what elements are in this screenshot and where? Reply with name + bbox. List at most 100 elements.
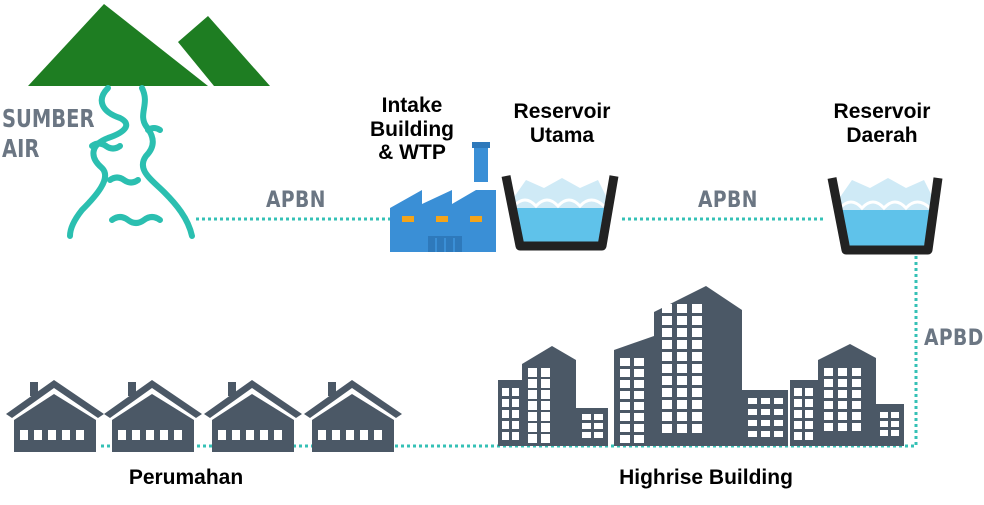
building-window bbox=[692, 352, 702, 361]
building-window bbox=[634, 435, 644, 443]
building-window bbox=[634, 391, 644, 399]
building-window bbox=[692, 328, 702, 337]
building-window bbox=[692, 400, 702, 409]
building-window bbox=[805, 410, 813, 418]
building-window bbox=[880, 430, 888, 436]
building-window bbox=[662, 400, 672, 409]
building-window bbox=[528, 423, 537, 432]
building-window bbox=[662, 412, 672, 421]
building-window bbox=[662, 328, 672, 337]
building-windows bbox=[502, 304, 899, 443]
building-window bbox=[677, 304, 687, 313]
building-window bbox=[774, 420, 783, 426]
building-window bbox=[677, 400, 687, 409]
building-window bbox=[502, 388, 509, 396]
reservoir-main-label: Reservoir Utama bbox=[513, 100, 611, 147]
building-window bbox=[634, 402, 644, 410]
building-window bbox=[824, 379, 833, 387]
building-window bbox=[692, 340, 702, 349]
building-window bbox=[805, 399, 813, 407]
building-window bbox=[838, 368, 847, 376]
building-window bbox=[677, 376, 687, 385]
building-window bbox=[852, 412, 861, 420]
building-window bbox=[880, 412, 888, 418]
building-window bbox=[634, 424, 644, 432]
river-icon bbox=[67, 85, 195, 239]
building-window bbox=[794, 421, 802, 429]
building-window bbox=[620, 358, 630, 366]
funding-label-regional-consumers: APBD bbox=[924, 326, 984, 351]
building-window bbox=[748, 409, 757, 415]
building-window bbox=[512, 421, 519, 429]
mountain-icon bbox=[28, 4, 270, 86]
building-window bbox=[662, 388, 672, 397]
building-window bbox=[891, 421, 899, 427]
building-window bbox=[891, 430, 899, 436]
building-window bbox=[541, 379, 550, 388]
building-window bbox=[824, 368, 833, 376]
building-window bbox=[794, 399, 802, 407]
building-window bbox=[794, 410, 802, 418]
building-window bbox=[528, 368, 537, 377]
factory-icon bbox=[390, 142, 496, 252]
building-window bbox=[852, 401, 861, 409]
building-window bbox=[761, 409, 770, 415]
building-window bbox=[838, 423, 847, 431]
building-window bbox=[541, 412, 550, 421]
building-window bbox=[852, 379, 861, 387]
building-window bbox=[528, 434, 537, 443]
building-window bbox=[805, 388, 813, 396]
building-window bbox=[512, 410, 519, 418]
building-window bbox=[662, 364, 672, 373]
building-window bbox=[761, 398, 770, 404]
building-window bbox=[582, 423, 591, 429]
building-window bbox=[502, 399, 509, 407]
building-window bbox=[761, 420, 770, 426]
building-window bbox=[838, 390, 847, 398]
building-window bbox=[891, 412, 899, 418]
building-window bbox=[824, 390, 833, 398]
building-window bbox=[748, 398, 757, 404]
building-window bbox=[880, 421, 888, 427]
building-window bbox=[677, 328, 687, 337]
building-window bbox=[502, 421, 509, 429]
building-window bbox=[852, 423, 861, 431]
building-window bbox=[794, 432, 802, 440]
building-window bbox=[692, 412, 702, 421]
building-window bbox=[677, 424, 687, 433]
building-window bbox=[824, 401, 833, 409]
building-window bbox=[502, 432, 509, 440]
house-icon bbox=[104, 380, 202, 452]
building-window bbox=[794, 388, 802, 396]
building-window bbox=[662, 352, 672, 361]
reservoir-regional-basin-icon bbox=[827, 177, 943, 255]
building-window bbox=[692, 424, 702, 433]
building-window bbox=[528, 390, 537, 399]
building-window bbox=[594, 414, 603, 420]
building-window bbox=[838, 401, 847, 409]
funding-label-main-regional: APBN bbox=[698, 188, 758, 213]
building-window bbox=[528, 401, 537, 410]
building-window bbox=[662, 340, 672, 349]
house-icon bbox=[6, 380, 104, 452]
building-window bbox=[502, 410, 509, 418]
building-window bbox=[774, 398, 783, 404]
building-window bbox=[662, 424, 672, 433]
reservoir-main-basin-icon bbox=[501, 175, 619, 251]
building-window bbox=[634, 413, 644, 421]
building-window bbox=[620, 391, 630, 399]
building-window bbox=[541, 434, 550, 443]
building-window bbox=[594, 432, 603, 438]
building-window bbox=[620, 380, 630, 388]
building-window bbox=[634, 380, 644, 388]
building-window bbox=[774, 409, 783, 415]
building-window bbox=[774, 431, 783, 437]
building-window bbox=[512, 399, 519, 407]
house-icon bbox=[304, 380, 402, 452]
building-window bbox=[620, 424, 630, 432]
building-window bbox=[620, 402, 630, 410]
building-window bbox=[541, 368, 550, 377]
building-window bbox=[677, 316, 687, 325]
building-window bbox=[634, 369, 644, 377]
